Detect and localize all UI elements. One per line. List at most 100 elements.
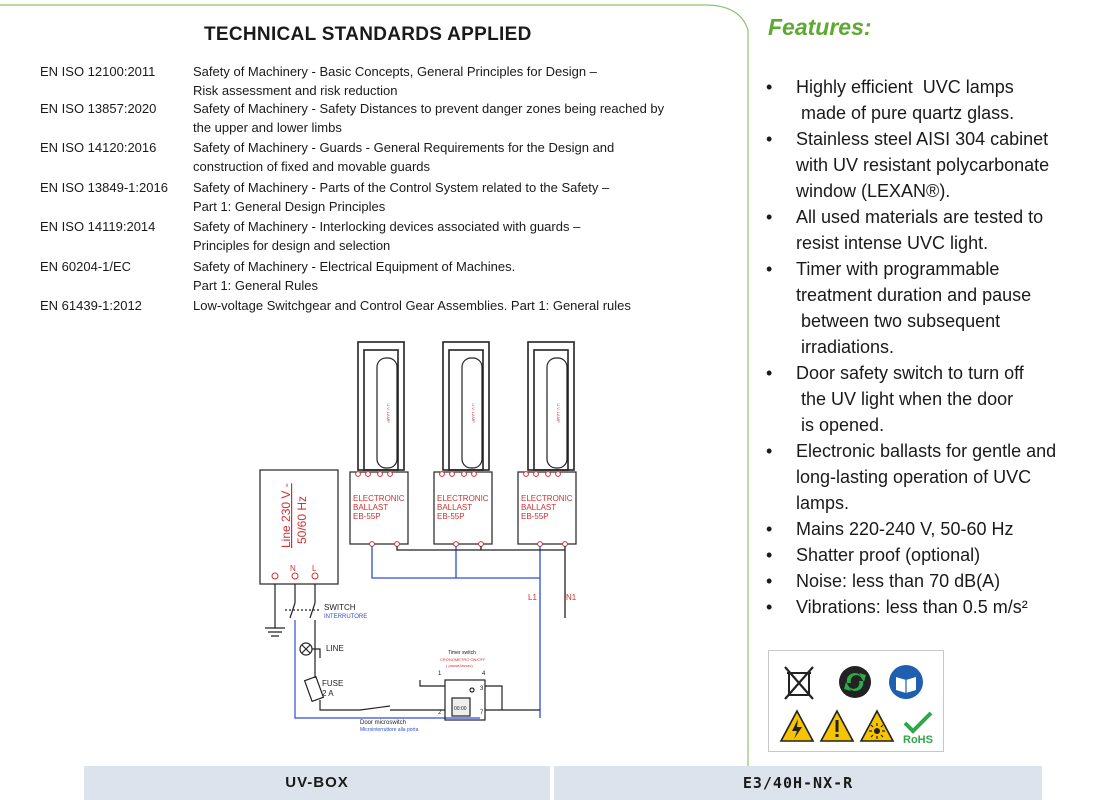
standard-description: Safety of Machinery - Parts of the Contr… bbox=[193, 178, 733, 216]
feature-line: Noise: less than 70 dB(A) bbox=[796, 571, 1001, 591]
svg-text:Door microswitch: Door microswitch bbox=[360, 720, 406, 726]
feature-line: made of pure quartz glass. bbox=[796, 103, 1015, 123]
bullet-icon: • bbox=[766, 441, 773, 461]
fuse-symbol bbox=[303, 638, 360, 711]
standard-description: Low-voltage Switchgear and Control Gear … bbox=[193, 296, 733, 315]
standard-description-line: Low-voltage Switchgear and Control Gear … bbox=[193, 298, 631, 313]
feature-item: • Mains 220-240 V, 50-60 Hz bbox=[766, 516, 1106, 542]
standards-title: TECHNICAL STANDARDS APPLIED bbox=[204, 24, 532, 45]
feature-line: Highly efficient UVC lamps bbox=[796, 77, 1014, 97]
standard-description-line: Safety of Machinery - Parts of the Contr… bbox=[193, 180, 610, 195]
feature-line: window (LEXAN®). bbox=[796, 181, 951, 201]
standard-code: EN ISO 12100:2011 bbox=[40, 64, 156, 79]
svg-text:CRONOMETRO ON/OFF: CRONOMETRO ON/OFF bbox=[440, 657, 486, 662]
svg-text:BALLAST: BALLAST bbox=[521, 503, 556, 512]
line-supply-box: Line 230 V - 50/60 Hz N L bbox=[259, 469, 339, 585]
electric-hazard-icon bbox=[779, 709, 815, 742]
standard-code: EN ISO 13857:2020 bbox=[40, 101, 157, 116]
features-title: Features: bbox=[768, 14, 872, 40]
footer-product-name: UV-BOX bbox=[285, 774, 349, 791]
feature-line: treatment duration and pause bbox=[796, 285, 1032, 305]
standard-code: EN ISO 14120:2016 bbox=[40, 140, 157, 155]
svg-text:N: N bbox=[290, 564, 296, 573]
svg-text:ELECTRONIC: ELECTRONIC bbox=[437, 494, 489, 503]
uv-radiation-hazard-icon bbox=[859, 709, 895, 742]
bullet-icon: • bbox=[766, 259, 773, 279]
wiring-diagram: U.V. LAMP U.V. LAMP U.V. LAMP ELECTRONIC… bbox=[259, 341, 577, 733]
svg-text:4: 4 bbox=[482, 671, 486, 677]
standard-description-line: Safety of Machinery - Interlocking devic… bbox=[193, 219, 581, 234]
ground-symbol bbox=[265, 584, 285, 637]
feature-line: Shatter proof (optional) bbox=[796, 545, 981, 565]
svg-text:RoHS: RoHS bbox=[903, 734, 933, 746]
svg-text:7: 7 bbox=[480, 710, 484, 716]
standard-code: EN ISO 14119:2014 bbox=[40, 219, 156, 234]
feature-line: Vibrations: less than 0.5 m/s² bbox=[796, 597, 1028, 617]
footer-bar: UV-BOX E3/40H-NX-R bbox=[84, 766, 1042, 800]
feature-line: with UV resistant polycarbonate bbox=[796, 155, 1050, 175]
feature-line: resist intense UVC light. bbox=[796, 233, 989, 253]
standard-description-line: Safety of Machinery - Safety Distances t… bbox=[193, 101, 665, 116]
standard-code: EN ISO 13849-1:2016 bbox=[40, 180, 168, 195]
feature-line: the UV light when the door bbox=[796, 389, 1014, 409]
feature-line: Stainless steel AISI 304 cabinet bbox=[796, 129, 1049, 149]
ballast-2: ELECTRONIC BALLAST EB-55P bbox=[433, 471, 493, 547]
svg-text:BALLAST: BALLAST bbox=[437, 503, 472, 512]
standard-description-line: Safety of Machinery - Basic Concepts, Ge… bbox=[193, 64, 597, 79]
standard-description-line: Principles for design and selection bbox=[193, 238, 391, 253]
standard-description-line: the upper and lower limbs bbox=[193, 120, 342, 135]
feature-line: long-lasting operation of UVC bbox=[796, 467, 1032, 487]
feature-line: Mains 220-240 V, 50-60 Hz bbox=[796, 519, 1014, 539]
feature-item: •Vibrations: less than 0.5 m/s² bbox=[766, 594, 1106, 620]
svg-text:ELECTRONIC: ELECTRONIC bbox=[521, 494, 573, 503]
feature-line: is opened. bbox=[796, 415, 885, 435]
feature-line: Electronic ballasts for gentle and bbox=[796, 441, 1057, 461]
bullet-icon: • bbox=[766, 207, 773, 227]
weee-crossed-bin-icon bbox=[784, 666, 814, 700]
recycle-icon bbox=[839, 666, 871, 698]
features-list: • Highly efficient UVC lamps made of pure… bbox=[766, 74, 1106, 620]
standard-description-line: Risk assessment and risk reduction bbox=[193, 83, 398, 98]
standard-description-line: Safety of Machinery - Electrical Equipme… bbox=[193, 259, 516, 274]
svg-text:50/60 Hz: 50/60 Hz bbox=[295, 496, 309, 544]
feature-line: Door safety switch to turn off bbox=[796, 363, 1024, 383]
svg-text:BALLAST: BALLAST bbox=[353, 503, 388, 512]
bullet-icon: • bbox=[766, 519, 773, 539]
l1-label: L1 bbox=[528, 593, 537, 602]
standard-description: Safety of Machinery - Safety Distances t… bbox=[193, 99, 733, 137]
feature-line: lamps. bbox=[796, 493, 850, 513]
standard-description: Safety of Machinery - Electrical Equipme… bbox=[193, 257, 733, 295]
standard-description-line: Part 1: General Design Principles bbox=[193, 199, 386, 214]
standard-description: Safety of Machinery - Interlocking devic… bbox=[193, 217, 733, 255]
line-indicator bbox=[299, 642, 321, 658]
feature-line: between two subsequent bbox=[796, 311, 1001, 331]
n1-label: N1 bbox=[566, 593, 577, 602]
ballast-1: ELECTRONIC BALLAST EB-55P bbox=[349, 471, 409, 547]
feature-line: irradiations. bbox=[796, 337, 895, 357]
lamp-1: U.V. LAMP bbox=[357, 341, 405, 471]
svg-text:L: L bbox=[312, 564, 317, 573]
lamp-label: U.V. LAMP bbox=[471, 403, 476, 423]
svg-text:EB-55P: EB-55P bbox=[521, 512, 549, 521]
standard-description: Safety of Machinery - Basic Concepts, Ge… bbox=[193, 62, 733, 100]
svg-text:EB-55P: EB-55P bbox=[353, 512, 381, 521]
standard-description: Safety of Machinery - Guards - General R… bbox=[193, 138, 733, 176]
svg-text:Line 230 V -: Line 230 V - bbox=[279, 483, 293, 548]
bullet-icon: • bbox=[766, 77, 773, 97]
svg-text:SWITCH: SWITCH bbox=[324, 603, 356, 612]
lamp-label: U.V. LAMP bbox=[556, 403, 561, 423]
standard-description-line: construction of fixed and movable guards bbox=[193, 159, 431, 174]
svg-text:ELECTRONIC: ELECTRONIC bbox=[353, 494, 405, 503]
standard-code: EN 61439-1:2012 bbox=[40, 298, 142, 313]
read-manual-icon bbox=[889, 665, 923, 699]
certification-symbols: RoHS bbox=[768, 650, 944, 752]
rohs-icon: RoHS bbox=[903, 711, 933, 746]
standard-description-line: Part 1: General Rules bbox=[193, 278, 319, 293]
feature-item: • Highly efficient UVC lamps made of pure… bbox=[766, 74, 1106, 126]
footer-model-code: E3/40H-NX-R bbox=[742, 774, 854, 792]
standard-code: EN 60204-1/EC bbox=[40, 259, 132, 274]
